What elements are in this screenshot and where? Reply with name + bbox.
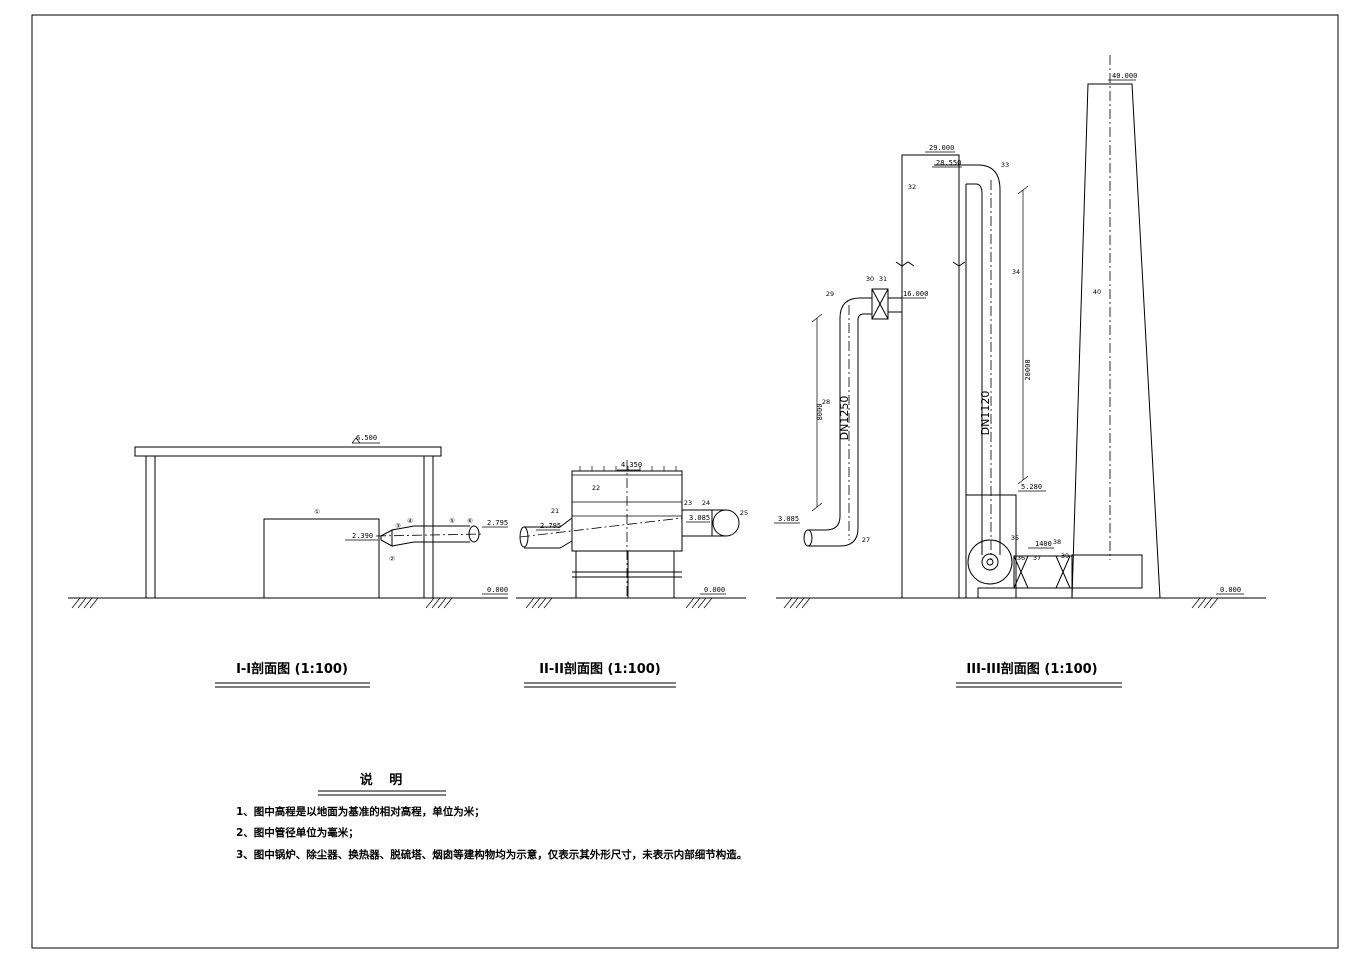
tag-24: 24 (702, 499, 710, 507)
desulfurization-tower (901, 154, 960, 599)
dim-riser: 8000 (811, 313, 824, 512)
svg-text:16.000: 16.000 (903, 290, 928, 298)
svg-text:28.550: 28.550 (936, 159, 961, 167)
riser-pipe (808, 297, 872, 531)
svg-text:40.000: 40.000 (1112, 72, 1137, 80)
tag-38: 38 (1053, 538, 1061, 546)
tag-5: ⑤ (449, 517, 455, 525)
svg-text:2.795: 2.795 (487, 519, 508, 527)
tag-28: 28 (822, 398, 830, 406)
tag-2: ② (389, 555, 395, 563)
svg-text:2.795: 2.795 (540, 522, 561, 530)
tag-36: 36 (1017, 554, 1025, 562)
tag-21: 21 (551, 507, 559, 515)
tag-39: 39 (1061, 552, 1069, 560)
tag-33: 33 (1001, 161, 1009, 169)
level-s3-elbow: 16.000 (898, 290, 928, 299)
tag-6: ⑥ (467, 517, 473, 525)
svg-text:20000: 20000 (1024, 359, 1032, 380)
section-1-title: I-I剖面图 (1:100) (236, 661, 348, 677)
level-s3-fan: 5.280 (1018, 483, 1046, 492)
svg-text:29.000: 29.000 (929, 144, 954, 152)
level-ground-2: 0.000 (700, 586, 726, 595)
level-s3-chimney: 40.000 (1108, 72, 1137, 81)
canopy-roof (134, 446, 442, 457)
tag-37: 37 (1033, 554, 1041, 562)
tag-27: 27 (862, 536, 870, 544)
notes-heading: 说 明 (360, 772, 409, 788)
level-pipe-out: 2.795 (482, 519, 508, 528)
drawing-frame (31, 14, 1339, 949)
svg-text:4.350: 4.350 (621, 461, 642, 469)
tag-22: 22 (592, 484, 600, 492)
tag-3: ③ (395, 522, 401, 530)
tag-1: ① (314, 508, 320, 516)
tag-31: 31 (879, 275, 887, 283)
boiler (263, 518, 380, 599)
chimney (1071, 83, 1161, 599)
tag-23: 23 (684, 499, 692, 507)
svg-text:2.390: 2.390 (352, 532, 373, 540)
tag-34: 34 (1012, 268, 1020, 276)
note-1: 1、图中高程是以地面为基准的相对高程，单位为米； (236, 805, 485, 818)
level-inlet: 2.795 (536, 522, 561, 531)
section-3-title: III-III剖面图 (1:100) (966, 661, 1097, 677)
svg-text:6.500: 6.500 (356, 434, 377, 442)
fan (967, 539, 1013, 585)
svg-text:1400: 1400 (1035, 540, 1052, 548)
svg-text:0.000: 0.000 (1220, 586, 1241, 594)
tag-4: ④ (407, 517, 413, 525)
downcomer-pipe (934, 164, 1001, 555)
level-s3-inlet: 3.085 (774, 515, 800, 524)
section-2: 4.350 2.795 3.085 0.000 21 22 23 24 25 I… (516, 460, 748, 688)
level-s3-ground: 0.000 (1216, 586, 1244, 595)
tag-30: 30 (866, 275, 874, 283)
tag-40: 40 (1093, 288, 1101, 296)
level-s3-tower-out: 28.550 (932, 159, 962, 168)
dim-fan-gap: 1400 (1028, 540, 1054, 549)
svg-text:0.000: 0.000 (704, 586, 725, 594)
note-3: 3、图中锅炉、除尘器、换热器、脱硫塔、烟囱等建构物均为示意，仅表示其外形尺寸，未… (236, 848, 747, 861)
dim-down: 20000 (1017, 185, 1032, 485)
section-3: 8000 20000 1400 DN1250 DN1120 3.085 16.0… (774, 55, 1266, 688)
svg-text:0.000: 0.000 (487, 586, 508, 594)
note-2: 2、图中管径单位为毫米； (236, 826, 359, 839)
pipe-label-dn1250: DN1250 (838, 396, 851, 441)
level-s3-tower-top: 29.000 (925, 144, 955, 153)
notes: 说 明 1、图中高程是以地面为基准的相对高程，单位为米； 2、图中管径单位为毫米… (236, 772, 747, 861)
section-1: 6.500 2.390 2.795 0.000 ① ② ③ ④ ⑤ ⑥ I-I剖… (68, 434, 508, 688)
tag-25: 25 (740, 509, 748, 517)
pipe-label-dn1120: DN1120 (979, 391, 992, 436)
level-outlet: 3.085 (686, 514, 710, 523)
svg-text:8000: 8000 (816, 404, 824, 421)
level-ground: 0.000 (482, 586, 508, 595)
svg-text:5.280: 5.280 (1021, 483, 1042, 491)
tag-35: 35 (1011, 534, 1019, 542)
ground-hatch-left (71, 597, 453, 609)
section-2-title: II-II剖面图 (1:100) (539, 661, 661, 677)
svg-text:3.085: 3.085 (689, 514, 710, 522)
level-roof: 6.500 (351, 434, 380, 444)
tag-32: 32 (908, 183, 916, 191)
tag-29: 29 (826, 290, 834, 298)
level-top: 4.350 (617, 461, 642, 471)
level-pipe-in: 2.390 (345, 532, 378, 541)
svg-text:3.085: 3.085 (778, 515, 799, 523)
